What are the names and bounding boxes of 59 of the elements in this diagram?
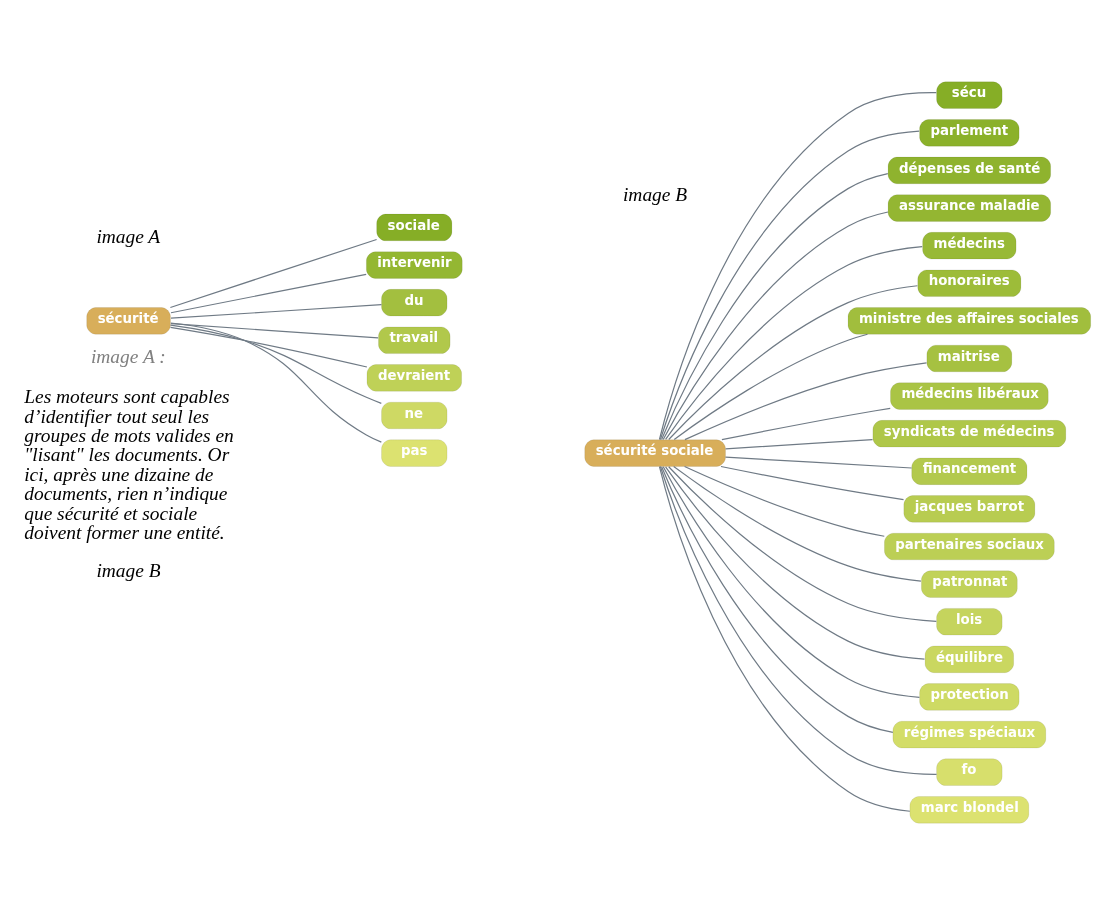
label: Les moteurs sont capables d’identifier tout seul les groupes de mots valides en "lisant" les documents. Or ici, après une dizaine de documents, rien n’indique que sécurité et sociale doivent former une entité. — [24, 385, 234, 543]
connector — [724, 438, 874, 449]
node-box: sociale — [376, 213, 453, 241]
node-box: dépenses de santé — [887, 156, 1051, 184]
node-box: patronnat — [921, 570, 1018, 598]
node-box: médecins libéraux — [890, 381, 1049, 410]
node-box: honoraires — [917, 269, 1022, 297]
node-box: parlement — [919, 118, 1020, 146]
label: image B — [622, 183, 688, 205]
node-box: syndicats de médecins — [872, 419, 1067, 447]
connector — [683, 465, 885, 537]
connector — [673, 333, 869, 440]
node-box: sécurité — [86, 306, 171, 334]
node-box: lois — [936, 607, 1003, 635]
connector — [170, 273, 367, 313]
node-box: pas — [381, 438, 448, 467]
connector — [684, 361, 928, 440]
connector — [665, 245, 923, 440]
node-box: travail — [378, 326, 451, 354]
node-box: régimes spéciaux — [892, 720, 1047, 748]
connector — [661, 465, 894, 733]
node-box: sécu — [936, 81, 1003, 109]
connector — [664, 465, 926, 660]
node-box: partenaires sociaux — [884, 532, 1055, 560]
connector — [668, 465, 937, 622]
connector — [658, 465, 911, 812]
node-box: protection — [919, 682, 1020, 711]
connector — [170, 321, 382, 443]
connector — [169, 324, 382, 404]
label: image A : — [90, 345, 166, 367]
connector — [662, 465, 921, 698]
node-box: sécurité sociale — [584, 438, 726, 467]
connector — [721, 407, 891, 440]
connector — [673, 465, 922, 582]
node-box: financement — [911, 457, 1028, 485]
node-box: assurance maladie — [887, 193, 1051, 222]
node-box: fo — [936, 758, 1003, 786]
connector — [169, 326, 368, 368]
connector — [720, 465, 905, 500]
label: image B — [96, 559, 161, 581]
node-box: du — [381, 288, 448, 316]
connector — [658, 91, 937, 440]
connector — [170, 322, 379, 338]
node-box: ministre des affaires sociales — [847, 306, 1091, 334]
connector — [668, 284, 919, 440]
connector — [659, 465, 938, 775]
node-box: médecins — [922, 231, 1017, 259]
node-box: maitrise — [926, 344, 1013, 372]
node-box: ne — [381, 401, 448, 429]
node-box: équilibre — [924, 645, 1014, 673]
label: image A — [96, 225, 161, 247]
node-box: marc blondel — [909, 795, 1030, 823]
node-box: intervenir — [366, 250, 463, 279]
connector — [169, 238, 378, 308]
node-box: jacques barrot — [903, 494, 1036, 523]
connector — [724, 456, 913, 469]
node-box: devraient — [366, 363, 462, 392]
connector — [170, 303, 383, 319]
connector — [659, 130, 920, 440]
